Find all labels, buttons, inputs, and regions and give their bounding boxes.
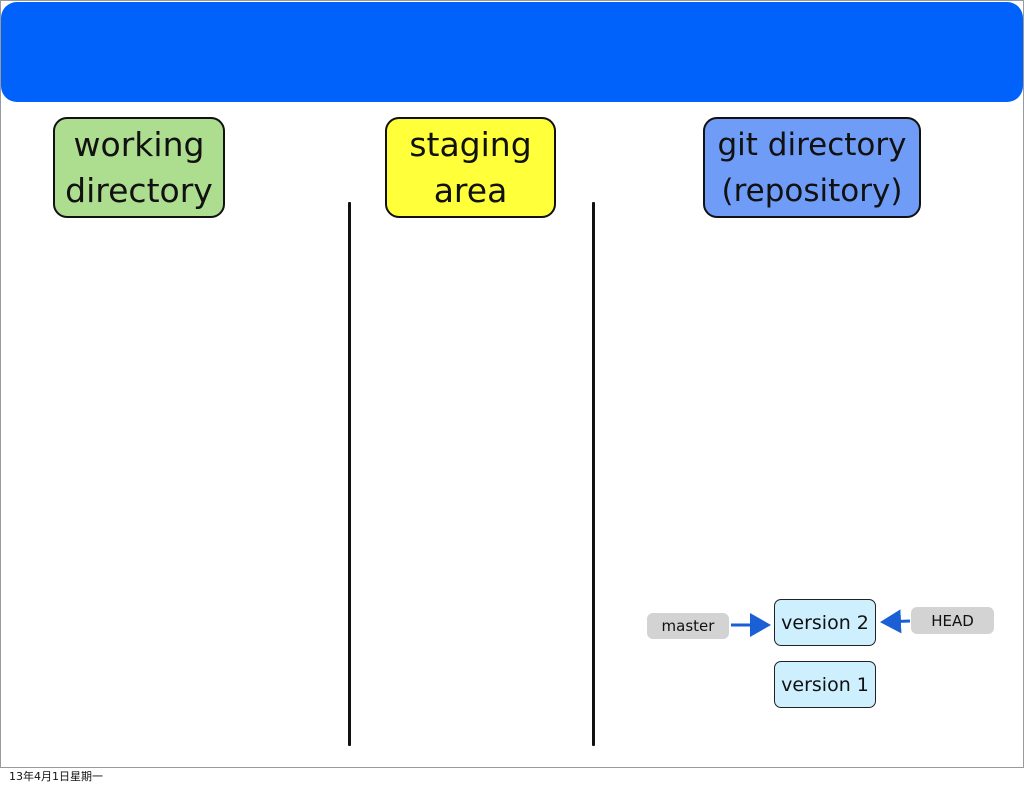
commit-version-2-text: version 2	[781, 611, 869, 634]
git-directory-box: git directory (repository)	[703, 117, 921, 218]
slide-frame	[0, 0, 1024, 768]
divider-working-staging	[348, 202, 351, 746]
head-label-text: HEAD	[931, 611, 974, 630]
working-directory-box: working directory	[53, 117, 225, 218]
commit-version-1-text: version 1	[781, 673, 869, 696]
staging-area-box: staging area	[385, 117, 556, 218]
staging-area-label: staging area	[409, 124, 532, 210]
git-directory-label: git directory (repository)	[717, 126, 907, 209]
working-directory-label: working directory	[65, 124, 213, 210]
head-pointer-label: HEAD	[911, 607, 994, 634]
footer-date: 13年4月1日星期一	[9, 770, 103, 783]
master-branch-label: master	[647, 613, 729, 639]
master-label-text: master	[661, 617, 715, 635]
title-bar	[1, 2, 1023, 102]
divider-staging-git	[592, 202, 595, 746]
commit-version-2: version 2	[774, 599, 876, 646]
commit-version-1: version 1	[774, 661, 876, 708]
